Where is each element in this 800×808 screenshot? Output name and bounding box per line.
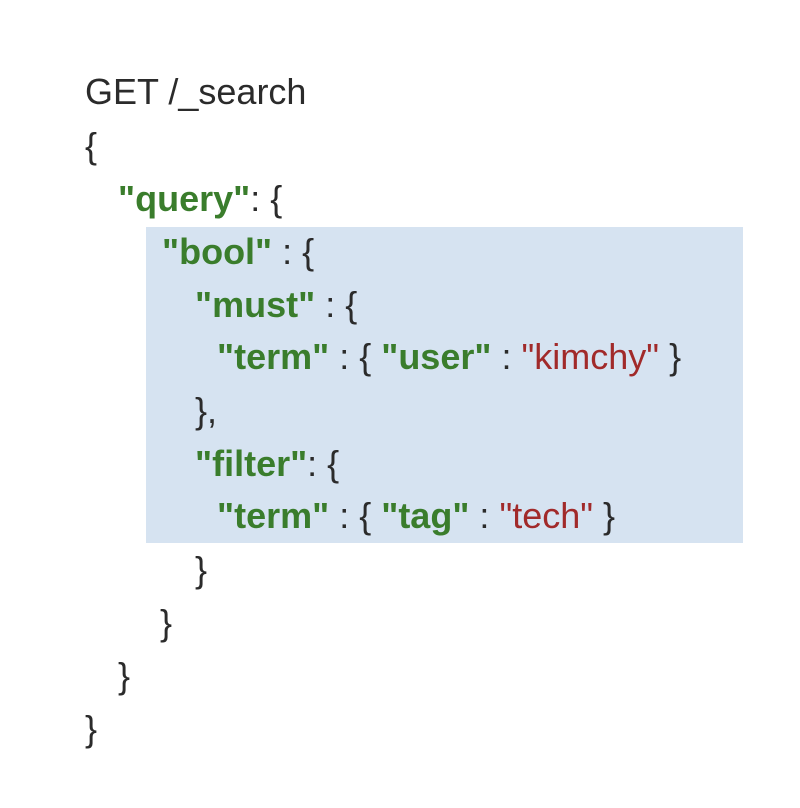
brace-close: } xyxy=(118,655,131,696)
key-user: "user" xyxy=(381,336,492,377)
value-tag: "tech" xyxy=(499,495,594,536)
key-term: "term" xyxy=(217,336,330,377)
punct-colon-open: : { xyxy=(282,231,315,272)
code-line-root-open: { xyxy=(45,66,97,166)
punct-colon-open: : { xyxy=(339,336,372,377)
code-line-filter-close: } xyxy=(155,490,207,590)
brace-close: } xyxy=(593,495,616,536)
key-must: "must" xyxy=(195,284,316,325)
value-user: "kimchy" xyxy=(521,336,660,377)
punct-colon: : xyxy=(501,336,512,377)
brace-close: } xyxy=(160,602,173,643)
brace-close: } xyxy=(85,708,98,749)
code-line-must: "must" : { xyxy=(155,225,357,325)
code-line-bool: "bool" : { xyxy=(122,172,314,272)
key-term: "term" xyxy=(217,495,330,536)
brace-close-comma: }, xyxy=(195,390,218,431)
punct-colon: : xyxy=(479,495,490,536)
brace-close: } xyxy=(659,336,682,377)
code-line-filter: "filter": { xyxy=(155,384,339,484)
code-line-root-close: } xyxy=(45,649,97,749)
bool-clauses-highlight xyxy=(146,227,743,543)
code-line-bool-close: } xyxy=(120,543,172,643)
code-line-query-close: } xyxy=(78,596,130,696)
punct-colon-open: : { xyxy=(307,443,340,484)
code-line-query: "query": { xyxy=(78,119,282,219)
code-viewer: GET /_search { "query": { "bool" : { "mu… xyxy=(45,12,743,749)
code-line-must-term: "term" : { "user" : "kimchy" } xyxy=(177,277,681,377)
request-method-path: GET /_search xyxy=(85,71,307,112)
key-bool: "bool" xyxy=(162,231,273,272)
brace-close: } xyxy=(195,549,208,590)
code-line-must-close: }, xyxy=(155,331,217,431)
punct-colon-open: : { xyxy=(339,495,372,536)
code-line-filter-term: "term" : { "tag" : "tech" } xyxy=(177,436,615,536)
request-line: GET /_search xyxy=(45,12,306,112)
brace-open: { xyxy=(85,125,98,166)
key-query: "query" xyxy=(118,178,251,219)
key-filter: "filter" xyxy=(195,443,308,484)
punct-colon-open: : { xyxy=(325,284,358,325)
punct-colon-open: : { xyxy=(250,178,283,219)
key-tag: "tag" xyxy=(381,495,470,536)
